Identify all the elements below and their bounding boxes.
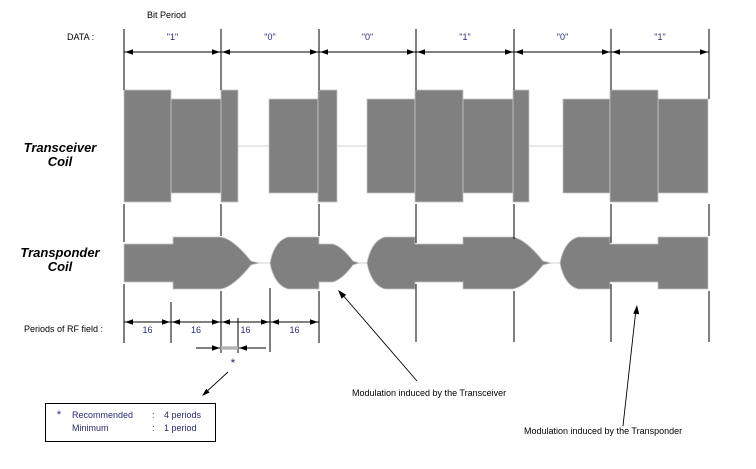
bit-value: "1" xyxy=(166,32,179,42)
asterisk-mark: * xyxy=(230,356,236,370)
transceiver-label-line2: Coil xyxy=(47,154,73,169)
footnote-value: 1 period xyxy=(164,423,197,433)
footnote-colon: : xyxy=(152,423,155,433)
transponder-label-line1: Transponder xyxy=(20,245,100,260)
annotation-modulation-transponder: Modulation induced by the Transponder xyxy=(524,426,683,436)
footnote-star-empty xyxy=(46,422,72,435)
period-value: 16 xyxy=(190,325,201,335)
data-dimension-row xyxy=(124,49,709,55)
bit-value: "0" xyxy=(361,32,374,42)
transceiver-coil-label: Transceiver Coil xyxy=(8,141,112,169)
data-label: DATA : xyxy=(67,32,95,42)
transceiver-waveform xyxy=(123,89,709,203)
bit-value: "0" xyxy=(556,32,569,42)
footnote-star: * xyxy=(56,409,62,421)
transponder-coil-label: Transponder Coil xyxy=(8,246,112,274)
transponder-label-line2: Coil xyxy=(47,259,73,274)
bit-value: "1" xyxy=(654,32,666,42)
transponder-waveform xyxy=(123,236,709,290)
bit-value: "0" xyxy=(264,32,276,42)
annotation-arrows xyxy=(338,290,640,427)
bit-period-label: Bit Period xyxy=(147,10,187,20)
period-value: 16 xyxy=(240,325,251,335)
transceiver-label-line1: Transceiver xyxy=(23,140,97,155)
period-value: 16 xyxy=(289,325,300,335)
footnote-row-recommended: * Recommended : 4 periods xyxy=(46,409,215,422)
footnote-row-minimum: Minimum : 1 period xyxy=(46,422,215,435)
gap-measure-row xyxy=(196,345,266,396)
periods-of-rf-field-label: Periods of RF field : xyxy=(24,324,104,334)
period-value: 16 xyxy=(142,325,153,335)
annotation-modulation-transceiver: Modulation induced by the Transceiver xyxy=(352,388,507,398)
footnote-colon: : xyxy=(152,410,155,420)
footnote-value: 4 periods xyxy=(164,410,202,420)
bit-value: "1" xyxy=(459,32,471,42)
footnote-key: Recommended xyxy=(72,410,134,420)
footnote-box: * Recommended : 4 periods Minimum : 1 pe… xyxy=(45,403,216,442)
rf-period-dimension-row xyxy=(124,319,319,325)
footnote-key: Minimum xyxy=(72,423,109,433)
